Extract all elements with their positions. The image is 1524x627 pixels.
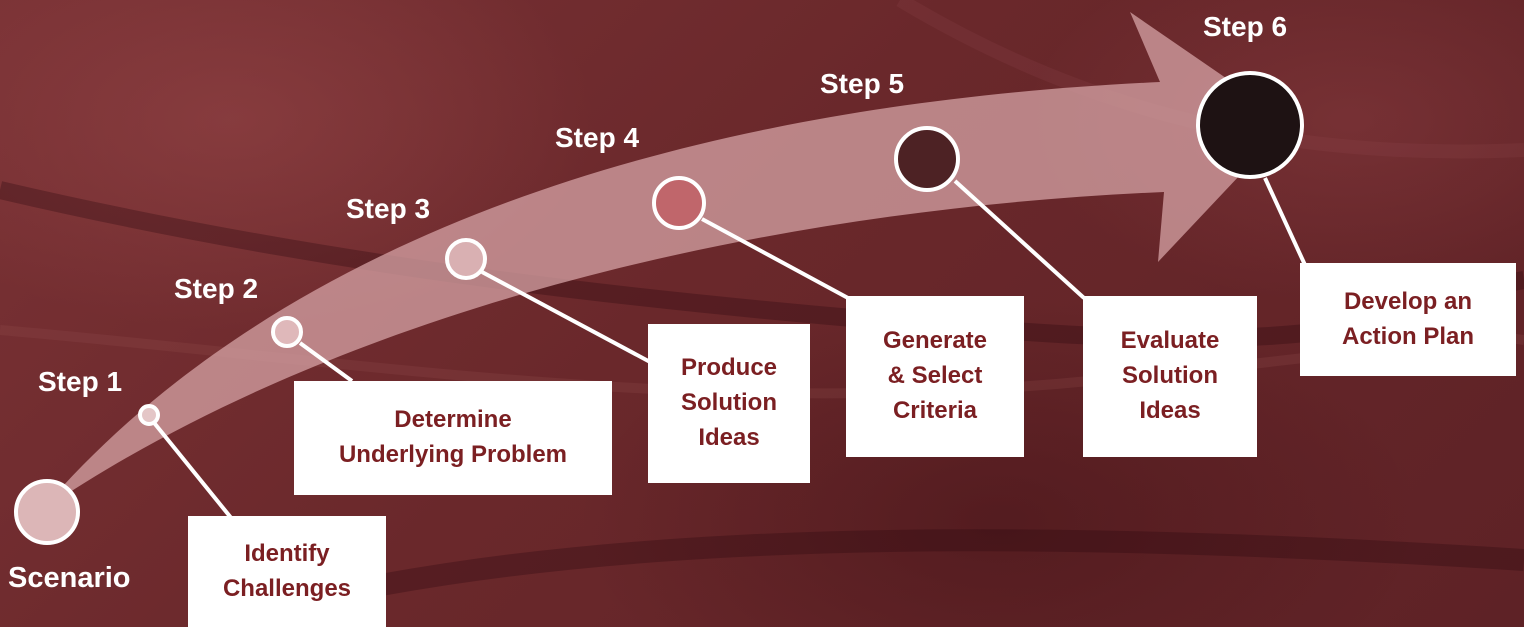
step-1-box: Identify Challenges: [188, 516, 386, 627]
step-3-line-3: Ideas: [698, 423, 760, 451]
step-3-line-2: Solution: [681, 389, 777, 417]
step-6-box: Develop an Action Plan: [1300, 263, 1516, 376]
step-1-node: [138, 404, 160, 426]
step-1-label: Step 1: [38, 366, 123, 397]
step-3-box: Produce Solution Ideas: [648, 324, 810, 483]
step-5-line-2: Solution: [1122, 362, 1218, 390]
connector-1: [149, 417, 234, 521]
step-4-line-2: & Select: [887, 362, 983, 390]
step-3-label: Step 3: [346, 193, 431, 224]
step-5-line-1: Evaluate: [1120, 327, 1220, 355]
step-4-line-3: Criteria: [892, 396, 978, 424]
step-4-box: Generate & Select Criteria: [846, 296, 1024, 457]
connector-5: [953, 179, 1086, 300]
step-1-line-2: Challenges: [222, 574, 352, 602]
step-2-label: Step 2: [174, 273, 259, 304]
step-5-box: Evaluate Solution Ideas: [1083, 296, 1257, 457]
step-2-line-2: Underlying Problem: [338, 441, 568, 468]
connector-6: [1263, 177, 1307, 266]
step-4-line-1: Generate: [882, 327, 988, 355]
step-1-line-1: Identify: [244, 539, 330, 567]
step-nodes: [14, 71, 1304, 545]
connector-2: [298, 341, 354, 383]
step-2-line-1: Determine: [394, 406, 512, 434]
step-3-line-1: Produce: [680, 354, 778, 382]
scenario-label: Scenario: [8, 562, 131, 594]
step-6-line-2: Action Plan: [1341, 322, 1474, 350]
scenario-node: [14, 479, 80, 545]
connector-3: [481, 270, 653, 365]
step-5-label: Step 5: [820, 68, 905, 99]
step-2-node: [271, 316, 303, 348]
step-6-node: [1196, 71, 1304, 179]
step-6-line-1: Develop an: [1343, 287, 1473, 315]
step-4-node: [652, 176, 706, 230]
step-6-label: Step 6: [1203, 11, 1288, 42]
progress-arrow: [40, 12, 1290, 512]
step-3-node: [445, 238, 487, 280]
step-4-label: Step 4: [555, 122, 640, 153]
step-2-box: Determine Underlying Problem: [294, 381, 612, 495]
step-5-node: [894, 126, 960, 192]
connector-4: [701, 217, 849, 300]
step-5-line-3: Ideas: [1139, 396, 1201, 424]
connector-lines: [149, 177, 1307, 521]
